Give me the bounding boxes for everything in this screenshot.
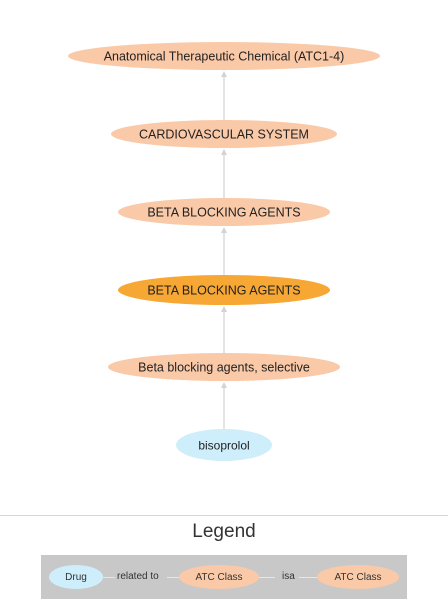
legend-atc-node: ATC Class <box>317 565 399 589</box>
edge-arrowhead <box>221 149 227 155</box>
node-ellipse <box>176 429 272 461</box>
legend-edge <box>259 577 275 578</box>
legend-edge <box>167 577 179 578</box>
node-ellipse <box>118 275 330 305</box>
node-ellipse <box>111 120 337 148</box>
node-label: bisoprolol <box>198 439 249 453</box>
edge-arrowhead <box>221 71 227 77</box>
node-ellipse <box>118 198 330 226</box>
legend-edge <box>299 577 317 578</box>
node-label: Beta blocking agents, selective <box>138 361 310 375</box>
node-drug[interactable]: bisoprolol <box>176 429 272 461</box>
atc-hierarchy-graph: Anatomical Therapeutic Chemical (ATC1-4)… <box>68 42 380 461</box>
edge-arrowhead <box>221 306 227 312</box>
node-label: CARDIOVASCULAR SYSTEM <box>139 128 309 142</box>
node-label: BETA BLOCKING AGENTS <box>147 206 300 220</box>
node-label: Anatomical Therapeutic Chemical (ATC1-4) <box>104 50 345 64</box>
legend-drug-node: Drug <box>49 565 103 589</box>
node-atc4[interactable]: BETA BLOCKING AGENTS <box>118 275 330 305</box>
node-atc1[interactable]: Anatomical Therapeutic Chemical (ATC1-4) <box>68 42 380 70</box>
node-label: BETA BLOCKING AGENTS <box>147 284 300 298</box>
legend-atc-node: ATC Class <box>179 565 259 589</box>
legend-title: Legend <box>192 521 256 542</box>
edge-arrowhead <box>221 227 227 233</box>
edge-arrowhead <box>221 382 227 388</box>
node-ellipse <box>108 353 340 381</box>
node-atc2[interactable]: CARDIOVASCULAR SYSTEM <box>111 120 337 148</box>
legend-isa-label: isa <box>282 571 295 582</box>
legend-edge <box>103 577 115 578</box>
node-ellipse <box>68 42 380 70</box>
legend-related-label: related to <box>117 571 159 582</box>
node-atc3[interactable]: BETA BLOCKING AGENTS <box>118 198 330 226</box>
node-atc5[interactable]: Beta blocking agents, selective <box>108 353 340 381</box>
legend-box: Drug related to ATC Class isa ATC Class <box>41 555 407 599</box>
legend-divider <box>0 515 448 516</box>
